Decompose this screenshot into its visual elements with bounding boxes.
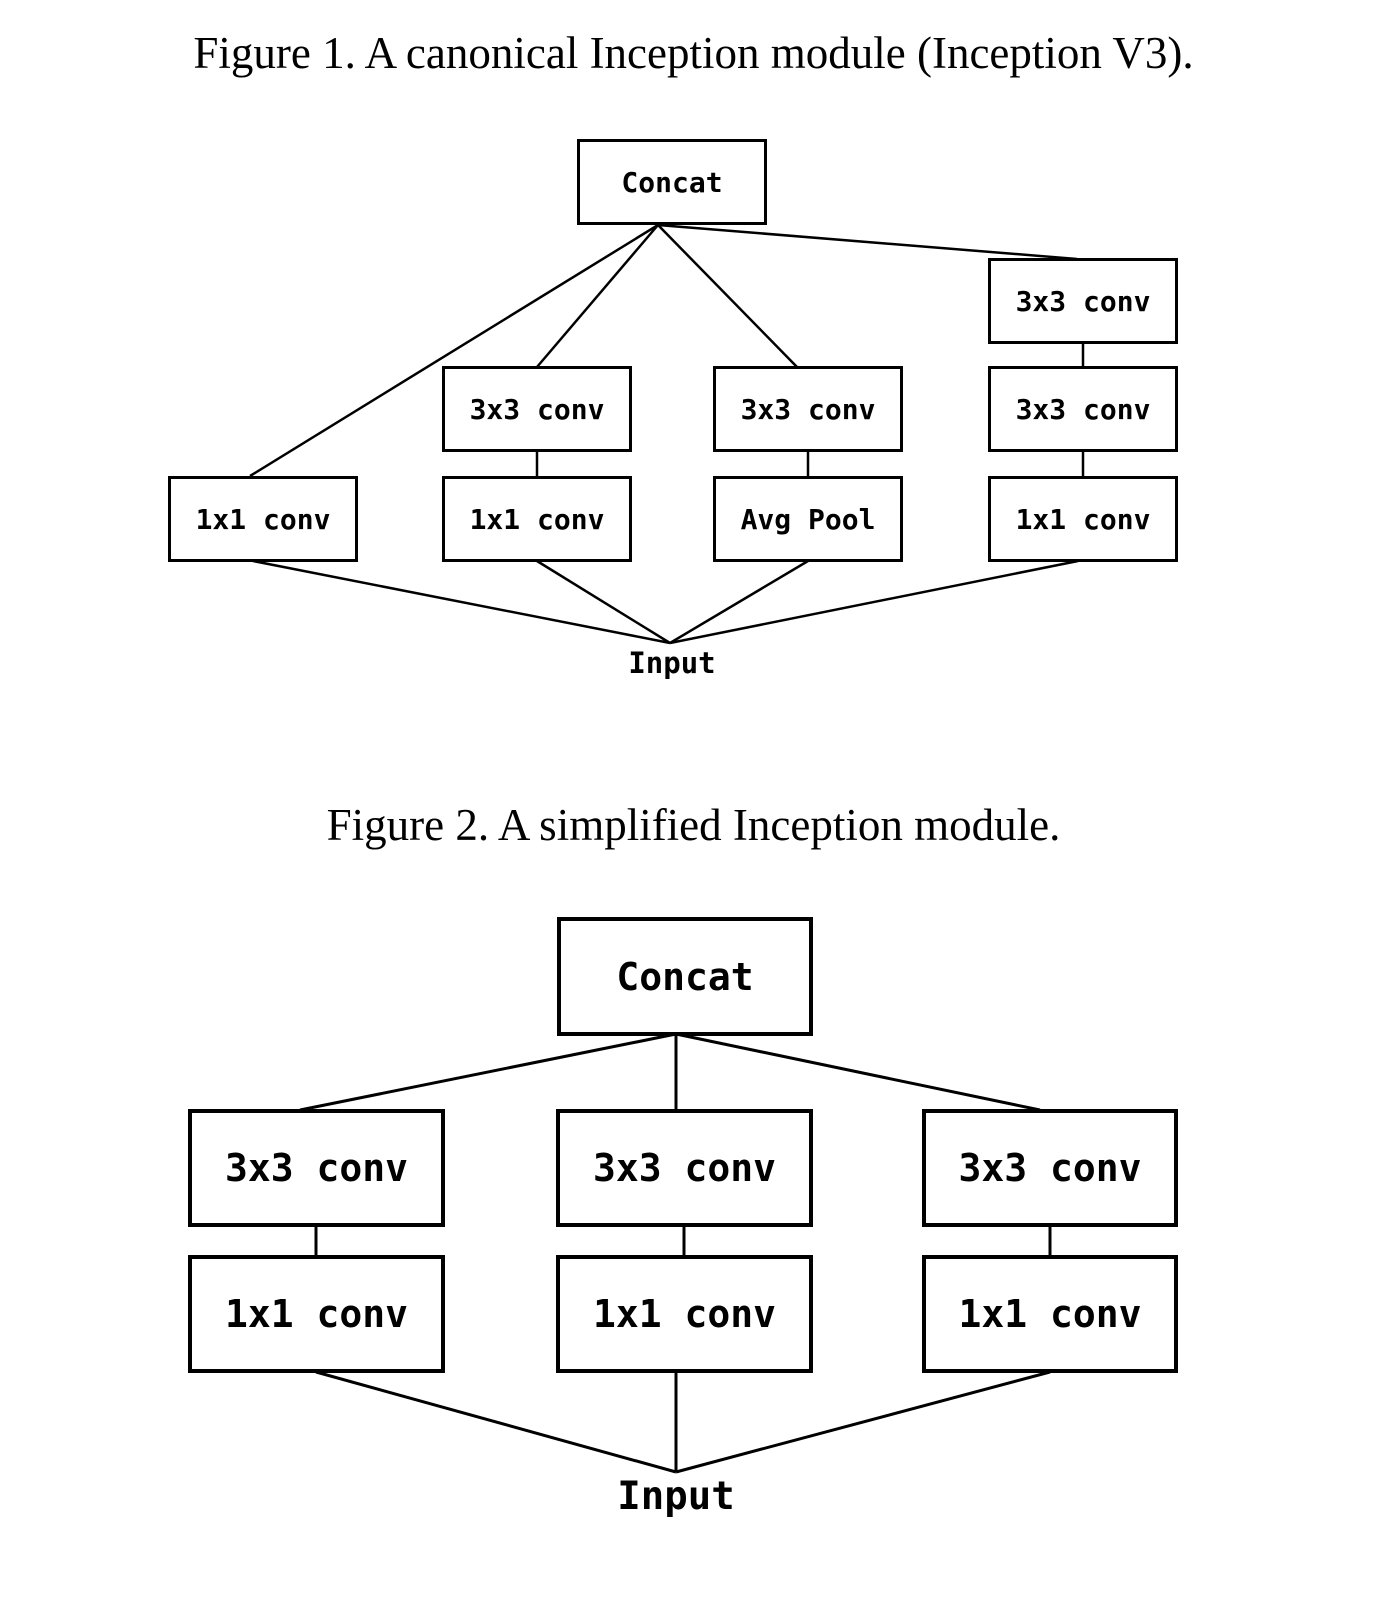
fig1-edge-branch3-input [669, 559, 809, 645]
fig1-edge-concat-branch4 [657, 223, 1078, 261]
fig2-edge-branch1-input [315, 1370, 677, 1474]
fig1-node-branch3-3x3conv: 3x3 conv [713, 366, 903, 452]
fig1-input-label: Input [628, 646, 716, 680]
figure2-caption: Figure 2. A simplified Inception module. [326, 800, 1061, 850]
fig2-edge-concat-branch3 [675, 1032, 1041, 1112]
fig2-input-label: Input [617, 1474, 735, 1519]
fig1-node-branch4-3x3conv-top: 3x3 conv [988, 258, 1178, 344]
fig2-edge-branch3-input [675, 1370, 1051, 1474]
fig1-node-branch2-1x1conv: 1x1 conv [442, 476, 632, 562]
fig1-node-branch3-avgpool: Avg Pool [713, 476, 903, 562]
fig2-node-branch1-1x1conv: 1x1 conv [188, 1255, 445, 1373]
fig1-node-branch1-1x1conv: 1x1 conv [168, 476, 358, 562]
figure1-caption: Figure 1. A canonical Inception module (… [193, 28, 1194, 78]
fig2-node-branch3-1x1conv: 1x1 conv [922, 1255, 1178, 1373]
fig1-node-branch2-3x3conv: 3x3 conv [442, 366, 632, 452]
fig1-node-concat: Concat [577, 139, 767, 225]
fig1-edge-concat-branch3 [657, 224, 798, 368]
fig2-node-branch2-1x1conv: 1x1 conv [556, 1255, 813, 1373]
fig1-node-branch4-3x3conv-mid: 3x3 conv [988, 366, 1178, 452]
fig2-edge-concat-branch1 [299, 1032, 677, 1112]
fig1-edge-branch2-input [536, 559, 671, 645]
fig2-node-concat: Concat [557, 917, 813, 1036]
fig1-edge-concat-branch2 [536, 224, 659, 368]
fig2-node-branch2-3x3conv: 3x3 conv [556, 1109, 813, 1227]
fig2-node-branch1-3x3conv: 3x3 conv [188, 1109, 445, 1227]
fig1-edge-branch1-input [252, 559, 671, 645]
fig1-node-branch4-1x1conv: 1x1 conv [988, 476, 1178, 562]
fig2-node-branch3-3x3conv: 3x3 conv [922, 1109, 1178, 1227]
fig1-edge-branch4-input [669, 559, 1079, 645]
